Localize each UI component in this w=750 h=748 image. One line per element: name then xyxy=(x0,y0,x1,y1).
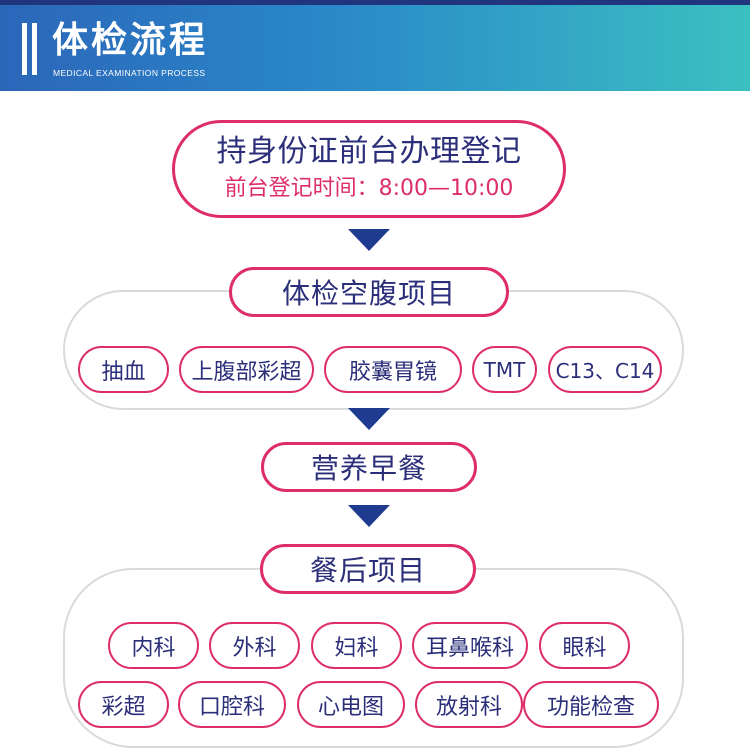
after-meal-item: 内科 xyxy=(108,622,199,669)
registration-time: 前台登记时间：8:00—10:00 xyxy=(224,176,514,201)
header-bar-icon xyxy=(32,23,37,75)
after-meal-item: 口腔科 xyxy=(178,681,286,728)
fasting-item: 胶囊胃镜 xyxy=(324,346,462,393)
after-meal-title: 餐后项目 xyxy=(260,544,476,594)
registration-title: 持身份证前台办理登记 xyxy=(216,134,522,169)
after-meal-item: 彩超 xyxy=(78,681,169,728)
fasting-item: 抽血 xyxy=(78,346,169,393)
breakfast-title: 营养早餐 xyxy=(261,442,477,492)
step-registration: 持身份证前台办理登记 前台登记时间：8:00—10:00 xyxy=(172,120,566,218)
fasting-item: TMT xyxy=(472,346,537,393)
header-bar-icon xyxy=(22,23,27,75)
fasting-title: 体检空腹项目 xyxy=(229,267,509,317)
after-meal-item: 耳鼻喉科 xyxy=(412,622,528,669)
after-meal-item: 心电图 xyxy=(297,681,405,728)
fasting-item: 上腹部彩超 xyxy=(179,346,314,393)
top-accent-line xyxy=(0,0,750,5)
after-meal-item: 眼科 xyxy=(539,622,630,669)
after-meal-item: 妇科 xyxy=(311,622,402,669)
page-title: 体检流程 xyxy=(52,20,209,61)
after-meal-item: 放射科 xyxy=(415,681,523,728)
after-meal-item: 功能检查 xyxy=(523,681,659,728)
page-subtitle: MEDICAL EXAMINATION PROCESS xyxy=(53,68,206,78)
down-arrow-icon xyxy=(348,229,390,251)
fasting-item: C13、C14 xyxy=(548,346,662,393)
down-arrow-icon xyxy=(348,408,390,430)
down-arrow-icon xyxy=(348,505,390,527)
header-banner: 体检流程 MEDICAL EXAMINATION PROCESS xyxy=(0,5,750,91)
after-meal-item: 外科 xyxy=(209,622,300,669)
